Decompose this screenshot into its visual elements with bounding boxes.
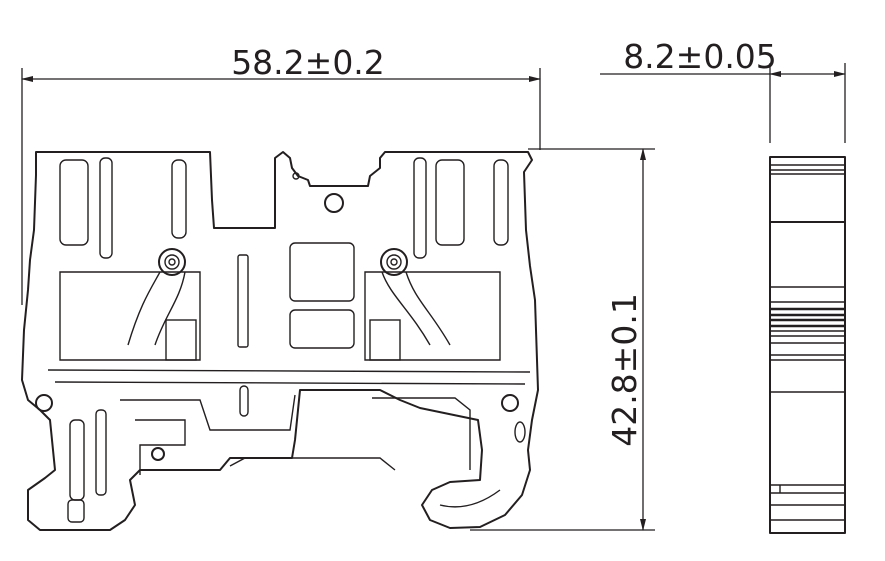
side-hole-left — [35, 394, 53, 412]
left-clamp — [127, 248, 186, 346]
width-dimension-label: 58.2±0.2 — [231, 43, 385, 82]
side-view — [769, 156, 846, 534]
height-dimension-label: 42.8±0.1 — [605, 293, 644, 447]
thickness-dimension: 8.2±0.05 — [600, 37, 846, 143]
width-dimension: 58.2±0.2 — [21, 43, 541, 305]
front-view — [21, 151, 539, 531]
height-dimension: 42.8±0.1 — [470, 148, 655, 531]
thickness-dimension-label: 8.2±0.05 — [623, 37, 777, 76]
mounting-hole — [324, 193, 344, 213]
side-hole-right — [501, 394, 519, 412]
right-clamp — [380, 248, 451, 346]
